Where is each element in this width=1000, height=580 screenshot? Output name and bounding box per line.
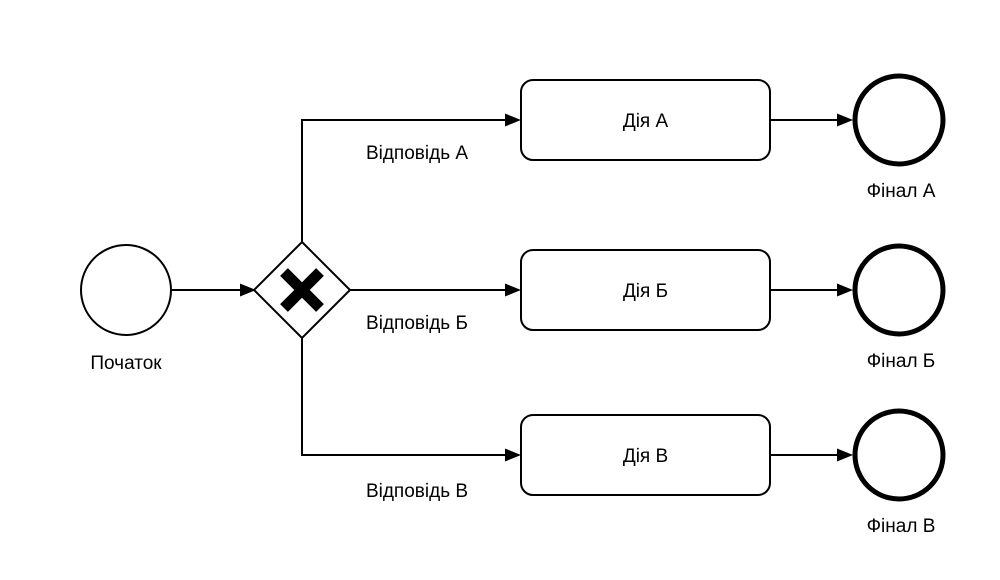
arrow-head-icon [505, 113, 521, 127]
task-b-box[interactable] [520, 249, 771, 331]
task-c-box[interactable] [520, 414, 771, 496]
end-event-b[interactable]: Фінал Б [852, 243, 946, 372]
arrow-head-icon [837, 113, 853, 127]
end-event-a[interactable]: Фінал А [852, 73, 946, 202]
end-event-a-circle[interactable] [852, 73, 946, 167]
arrow-head-icon [837, 448, 853, 462]
task-b[interactable]: Дія Б [520, 249, 771, 331]
flow-start-to-gateway [171, 283, 256, 297]
flow-gateway-to-task-c [301, 338, 521, 462]
flow-task-b-to-end-b [770, 283, 853, 297]
branch-a: Відповідь А Дія А Фінал А [366, 73, 946, 202]
end-event-c-circle[interactable] [852, 408, 946, 502]
end-event-b-label: Фінал Б [867, 351, 936, 372]
flow-gateway-to-task-a [301, 113, 521, 242]
task-a-box[interactable] [520, 79, 771, 161]
edge-label-a: Відповідь А [366, 143, 468, 164]
start-event-label: Початок [90, 353, 162, 374]
start-event[interactable]: Початок [80, 244, 172, 374]
start-event-circle[interactable] [80, 244, 172, 336]
branch-b: Відповідь Б Дія Б Фінал Б [366, 243, 946, 372]
flow-gateway-to-task-b [350, 283, 521, 297]
gateway-x-icon [280, 268, 324, 312]
task-c[interactable]: Дія В [520, 414, 771, 496]
end-event-c[interactable]: Фінал В [852, 408, 946, 537]
end-event-b-circle[interactable] [852, 243, 946, 337]
task-a[interactable]: Дія А [520, 79, 771, 161]
arrow-head-icon [505, 448, 521, 462]
edge-label-c: Відповідь В [366, 481, 468, 502]
exclusive-gateway[interactable] [252, 240, 352, 340]
edge-label-b: Відповідь Б [366, 313, 468, 334]
flow-task-c-to-end-c [770, 448, 853, 462]
arrow-head-icon [837, 283, 853, 297]
end-event-a-label: Фінал А [867, 181, 936, 202]
task-a-label: Дія А [623, 111, 669, 132]
end-event-c-label: Фінал В [867, 516, 936, 537]
task-b-label: Дія Б [623, 281, 668, 302]
task-c-label: Дія В [623, 446, 668, 467]
branch-c: Відповідь В Дія В Фінал В [366, 408, 946, 537]
arrow-head-icon [240, 283, 256, 297]
arrow-head-icon [505, 283, 521, 297]
flow-task-a-to-end-a [770, 113, 853, 127]
